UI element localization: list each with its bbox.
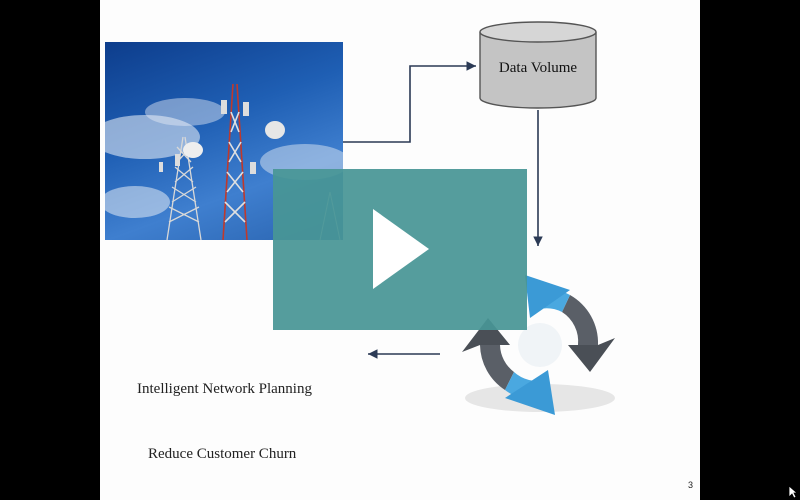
database-label: Data Volume: [498, 60, 578, 76]
telecom-towers-image: [105, 42, 343, 240]
play-icon: [373, 209, 429, 289]
slide-page-number: 3: [688, 480, 694, 490]
flow-diagram: [343, 21, 615, 415]
database-cylinder: [479, 21, 597, 109]
mouse-cursor-icon: [788, 485, 798, 499]
outcome-text-planning: Intelligent Network Planning: [137, 381, 312, 397]
outcome-text-churn: Reduce Customer Churn: [148, 446, 297, 462]
presentation-slide: Data Volume Intelligent Network Planning…: [100, 0, 700, 500]
refresh-cycle-icon: [462, 275, 615, 415]
play-button[interactable]: [273, 169, 527, 330]
image-to-database-arrow: [343, 61, 476, 143]
